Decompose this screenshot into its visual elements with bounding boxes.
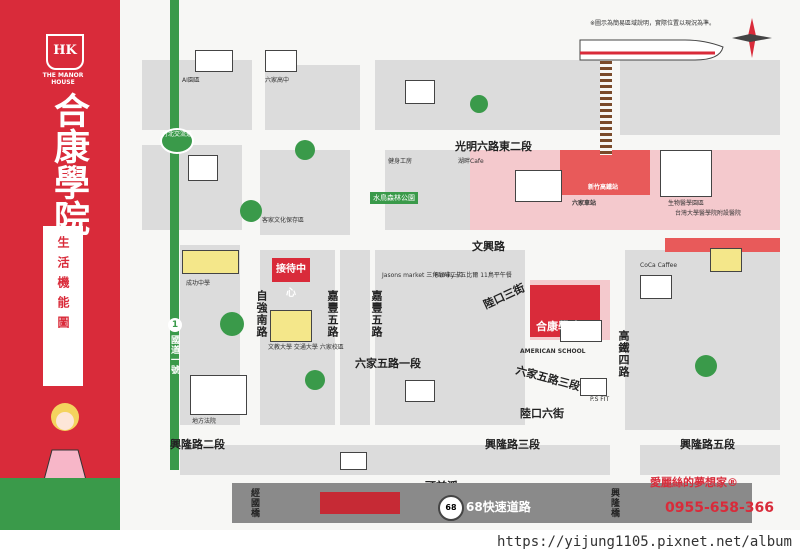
brand-sub: THE MANOR HOUSE [42, 72, 84, 86]
building [560, 320, 602, 342]
contact-name: 愛麗絲的夢想家® [650, 476, 738, 489]
expressway-badge: 68 [438, 495, 464, 521]
building [188, 155, 218, 181]
place-american-school: AMERICAN SCHOOL [520, 348, 586, 355]
road-xinglong3: 興隆路三段 [485, 438, 540, 451]
bridge-jinglu: 經國橋 [249, 488, 259, 518]
building [270, 310, 312, 342]
block [340, 250, 370, 425]
building [265, 50, 297, 72]
building [580, 378, 607, 396]
building [195, 50, 233, 72]
place-liujia-hs: 六家高中 [265, 77, 290, 84]
place-hakka: 客家文化保存區 [262, 217, 305, 224]
road-gaotie: 高鐵四路 [617, 330, 630, 378]
place-wenjiao: 文教大學 交通大學 六家校區 [268, 344, 344, 351]
building [340, 452, 367, 470]
road-jiafeng5: 嘉豐五路 [326, 290, 339, 338]
hsr-train-icon [579, 39, 724, 61]
building [710, 248, 742, 272]
zhubei-interchange: 竹北交流道 [160, 128, 194, 154]
place-water-park: 水鳥森林公園 [370, 192, 418, 204]
brand-logo: HK [46, 34, 84, 70]
road-ziqiang: 自強南路 [255, 290, 268, 338]
block [375, 250, 525, 425]
railroad [600, 55, 612, 155]
building [660, 150, 712, 197]
place-liujia-station: 六家車站 [572, 200, 597, 207]
place-coca: CoCa Caffee [640, 262, 678, 269]
block [640, 445, 780, 475]
map-area: 光明六路東二段 文興路 興隆路二段 興隆路三段 興隆路五段 陸口六街 六家五路一… [120, 0, 800, 530]
road-liujia5-1: 六家五路一段 [355, 357, 421, 370]
freeway-badge: 1 [168, 318, 182, 332]
place-school: 合康學院 [536, 320, 580, 333]
building [405, 80, 435, 104]
place-jasons: Jasons market 三角咖啡二店 [382, 272, 463, 279]
place-taida: 台灣大學醫學院附設醫院 [675, 210, 742, 217]
hsr-station-block [560, 150, 650, 195]
road-guangming: 光明六路東二段 [455, 140, 532, 153]
building [190, 375, 247, 415]
expressway [232, 483, 752, 523]
brand-banner: HK THE MANOR HOUSE 合康學院 生活機能圖 [0, 0, 120, 530]
banner-grass [0, 478, 120, 530]
tree-icon [470, 95, 488, 113]
place-pfit: P.S FIT [590, 396, 610, 403]
watermark-bar: https://yijung1105.pixnet.net/album [0, 530, 800, 556]
building [405, 380, 435, 402]
guide-box [43, 226, 83, 386]
freeway-strip [170, 0, 179, 470]
place-hsr: 新竹高鐵站 [588, 184, 619, 191]
block [620, 60, 780, 135]
building [182, 250, 239, 274]
place-reception: 接待中心 [272, 258, 310, 299]
place-district: 地方法院 [192, 418, 217, 425]
place-ai-park: AI園區 [182, 77, 200, 84]
road-xinglong5: 興隆路五段 [680, 438, 735, 451]
tree-icon [695, 355, 717, 377]
hsr-line [665, 238, 780, 252]
place-family: Family十五比爾 11鳥平午餐 [435, 272, 512, 279]
place-healthcare: 健身工房 [388, 158, 413, 165]
building [640, 275, 672, 299]
truck-icon [320, 492, 400, 514]
freeway-label: 國道一號 [169, 335, 179, 375]
place-lakeside: 湖畔Cafe [458, 158, 484, 165]
block [180, 445, 610, 475]
tree-icon [305, 370, 325, 390]
bridge-xinglong: 興隆橋 [609, 488, 619, 518]
block [265, 65, 360, 130]
place-chenggong: 成功中學 [186, 280, 211, 287]
block [260, 150, 350, 235]
contact-phone[interactable]: 0955-658-366 [665, 500, 775, 516]
tree-icon [220, 312, 244, 336]
road-lukou6: 陸口六街 [520, 407, 564, 420]
road-xinglong2: 興隆路二段 [170, 438, 225, 451]
tree-icon [295, 140, 315, 160]
road-wenxing: 文興路 [472, 240, 505, 253]
brand-title: 合康學院 [48, 92, 90, 236]
place-bio: 生物醫學園區 [668, 200, 705, 207]
tree-icon [240, 200, 262, 222]
expressway-label: 68快速道路 [466, 500, 531, 514]
road-jiahao5: 嘉豐五路 [370, 290, 383, 338]
note-text: ※圖示為簡易區域說明，實際位置以現況為準。 [590, 20, 716, 27]
guide-title: 生活機能圖 [56, 236, 70, 336]
building [515, 170, 562, 202]
watermark-url: https://yijung1105.pixnet.net/album [496, 534, 792, 550]
compass-icon [732, 18, 772, 58]
